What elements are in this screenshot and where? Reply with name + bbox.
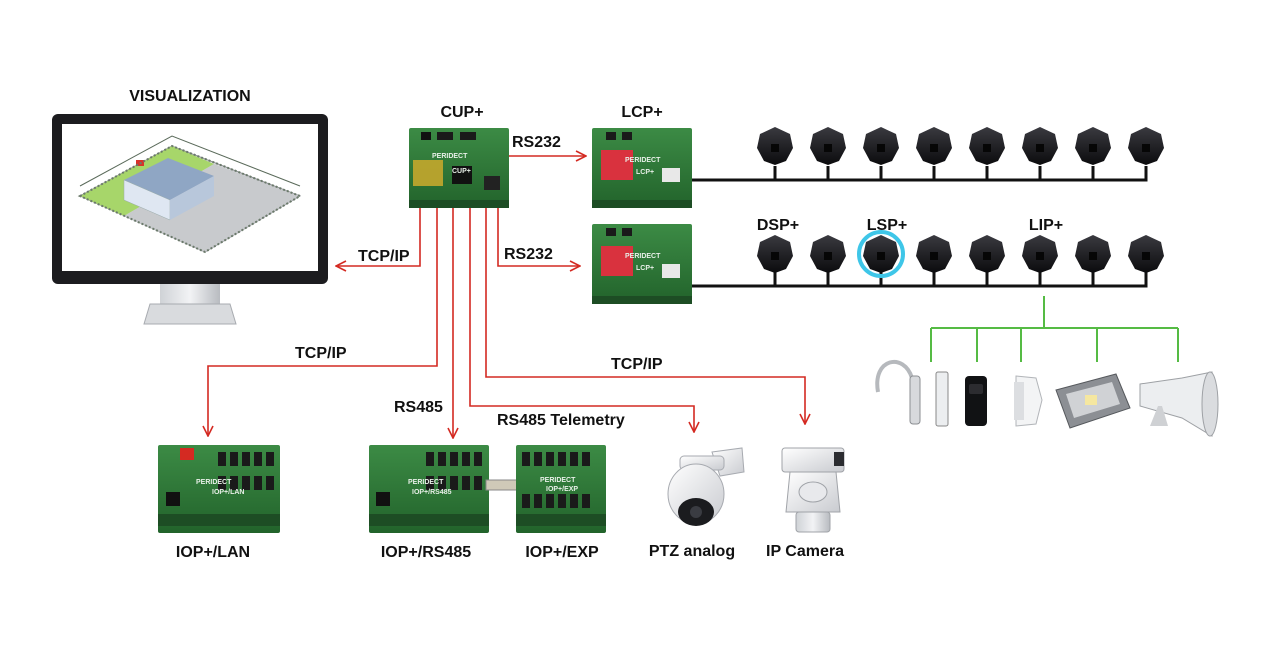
sensor [969, 235, 1005, 273]
rs232-top-label: RS232 [512, 134, 561, 151]
horn-speaker-icon [1139, 371, 1219, 437]
iop-exp-board: PERIDECT IOP+/EXP [516, 445, 606, 533]
rs232-bottom-label: RS232 [504, 246, 553, 263]
iop-exp-mark: IOP+/EXP [546, 486, 578, 493]
sensor-row-top [757, 127, 1164, 165]
cup-board-mark: CUP+ [452, 168, 471, 175]
site-visualization [77, 135, 303, 254]
ribbon-cable [485, 479, 521, 491]
lsp-sensor [857, 230, 905, 278]
cup-label: CUP+ [440, 104, 483, 121]
lsp-label: LSP+ [867, 217, 907, 234]
lip-sensor [1022, 235, 1058, 273]
sensor [1075, 235, 1111, 273]
iop-rs485-label: IOP+/RS485 [381, 544, 471, 561]
lcp-sensor [757, 127, 793, 165]
floodlight-icon [1055, 373, 1131, 429]
iop-lan-label: IOP+/LAN [176, 544, 250, 561]
iop-exp-label: IOP+/EXP [525, 544, 599, 561]
lcp-bottom-brand: PERIDECT [625, 253, 661, 260]
pir-sensor-icon [1014, 375, 1043, 427]
sensor [1128, 235, 1164, 273]
ip-camera-icon [781, 447, 845, 533]
dsp-sensor [757, 235, 793, 273]
lcp-sensor [1075, 127, 1111, 165]
lcp-label: LCP+ [621, 104, 662, 121]
dsp-label: DSP+ [757, 217, 799, 234]
lcp-sensor [916, 127, 952, 165]
sensor-bus-top [692, 166, 1148, 182]
lcp-sensor [1128, 127, 1164, 165]
lip-label: LIP+ [1029, 217, 1063, 234]
iop-exp-brand: PERIDECT [540, 477, 576, 484]
iop-lan-brand: PERIDECT [196, 479, 232, 486]
lcp-sensor [1022, 127, 1058, 165]
iop-lan-board: PERIDECT IOP+/LAN [158, 445, 280, 533]
visualization-monitor [52, 114, 328, 325]
lcp-sensor [810, 127, 846, 165]
iop-rs485-board: PERIDECT IOP+/RS485 [369, 445, 489, 533]
iop-lan-mark: IOP+/LAN [212, 489, 244, 496]
lcp-board-bottom: PERIDECT LCP+ [592, 224, 692, 304]
tcpip-monitor-label: TCP/IP [358, 248, 410, 265]
tcpip-monitor-line [336, 208, 421, 266]
tcpip-lan-label: TCP/IP [295, 345, 347, 362]
tcpip-lan-line [208, 208, 438, 436]
connection-lines [208, 156, 805, 438]
visualization-label: VISUALIZATION [129, 88, 250, 105]
iop-rs485-mark: IOP+/RS485 [412, 489, 452, 496]
ptz-camera-icon [667, 447, 745, 526]
rs485-telemetry-label: RS485 Telemetry [497, 412, 625, 429]
lcp-top-brand: PERIDECT [625, 157, 661, 164]
rs485-telemetry-line [469, 208, 694, 432]
sensor [916, 235, 952, 273]
rs232-bottom-line [497, 208, 580, 266]
tcpip-camera-line [485, 208, 805, 424]
cup-board: PERIDECT CUP+ [409, 128, 509, 208]
lcp-board-top: PERIDECT LCP+ [592, 128, 692, 208]
lcp-sensor [969, 127, 1005, 165]
ptz-label: PTZ analog [649, 543, 735, 560]
peripheral-bus [930, 296, 1179, 362]
tcpip-camera-label: TCP/IP [611, 356, 663, 373]
iop-rs485-brand: PERIDECT [408, 479, 444, 486]
sensor-row-bottom [757, 230, 1164, 278]
magnetic-contact-icon [875, 359, 949, 427]
cup-board-brand: PERIDECT [432, 153, 468, 160]
sensor-bus-bottom [692, 272, 1148, 288]
lcp-top-mark: LCP+ [636, 169, 654, 176]
ipcam-label: IP Camera [766, 543, 844, 560]
motion-detector-icon [965, 376, 987, 426]
lcp-bottom-mark: LCP+ [636, 265, 654, 272]
sensor [810, 235, 846, 273]
rs485-label: RS485 [394, 399, 443, 416]
lcp-sensor [863, 127, 899, 165]
